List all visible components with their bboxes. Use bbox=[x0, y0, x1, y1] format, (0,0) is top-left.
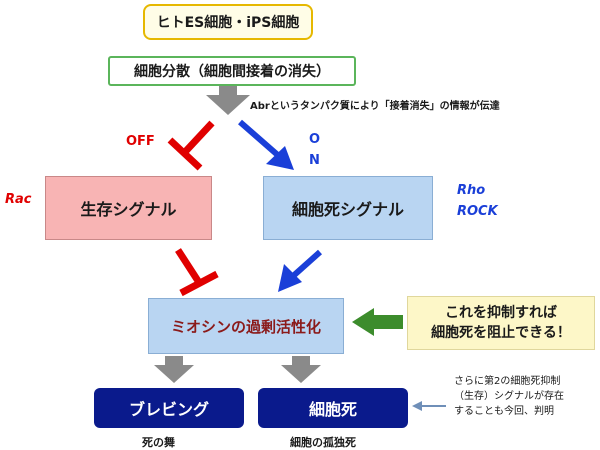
note-line-2: （生存）シグナルが存在 bbox=[454, 391, 564, 402]
note-arrow bbox=[412, 401, 446, 411]
rock-label: ROCK bbox=[457, 204, 498, 219]
dissociation-label: 細胞分散（細胞間接着の消失） bbox=[134, 64, 330, 80]
blue-arrow-death bbox=[278, 249, 322, 292]
death-signal-node: 細胞死シグナル bbox=[263, 176, 433, 240]
callout-line-1: これを抑制すれば bbox=[445, 305, 557, 321]
gray-arrow-cell-death bbox=[281, 356, 321, 383]
cell-death-node: 細胞死 bbox=[258, 388, 408, 428]
cell-death-label: 細胞死 bbox=[308, 400, 357, 419]
second-signal-note: さらに第2の細胞死抑制 （生存）シグナルが存在 することも今回、判明 bbox=[454, 374, 564, 419]
blebbing-label: ブレビング bbox=[128, 400, 209, 419]
survival-signal-node: 生存シグナル bbox=[45, 176, 212, 240]
on-label-o: O bbox=[309, 132, 321, 147]
top-node-label: ヒトES細胞・iPS細胞 bbox=[156, 15, 300, 31]
death-signal-label: 細胞死シグナル bbox=[291, 200, 404, 219]
on-label-n: N bbox=[309, 153, 320, 168]
top-node-es-ips-cells: ヒトES細胞・iPS細胞 bbox=[143, 4, 313, 40]
green-arrow-callout bbox=[352, 308, 403, 336]
myosin-label: ミオシンの過剰活性化 bbox=[170, 317, 321, 336]
abr-info-text: Abrというタンパク質により「接着消失」の情報が伝達 bbox=[250, 101, 500, 112]
gray-arrow-dissociation bbox=[206, 85, 250, 115]
red-inhibition-off bbox=[167, 120, 215, 171]
note-line-1: さらに第2の細胞死抑制 bbox=[454, 376, 561, 387]
blue-arrow-on bbox=[238, 119, 294, 170]
red-inhibition-survival bbox=[175, 248, 219, 297]
death-dance-label: 死の舞 bbox=[142, 436, 175, 449]
survival-signal-label: 生存シグナル bbox=[80, 200, 177, 219]
blebbing-node: ブレビング bbox=[94, 388, 244, 428]
gray-arrow-blebbing bbox=[154, 356, 194, 383]
rac-label: Rac bbox=[5, 192, 32, 207]
isolated-death-label: 細胞の孤独死 bbox=[290, 436, 356, 449]
note-line-3: することも今回、判明 bbox=[454, 406, 554, 417]
off-label: OFF bbox=[126, 134, 155, 149]
myosin-hyperactivation-node: ミオシンの過剰活性化 bbox=[148, 298, 344, 354]
rho-label: Rho bbox=[457, 183, 486, 198]
callout-line-2: 細胞死を阻止できる！ bbox=[431, 325, 571, 341]
dissociation-node: 細胞分散（細胞間接着の消失） bbox=[108, 56, 356, 86]
inhibition-callout: これを抑制すれば 細胞死を阻止できる！ bbox=[407, 296, 595, 350]
